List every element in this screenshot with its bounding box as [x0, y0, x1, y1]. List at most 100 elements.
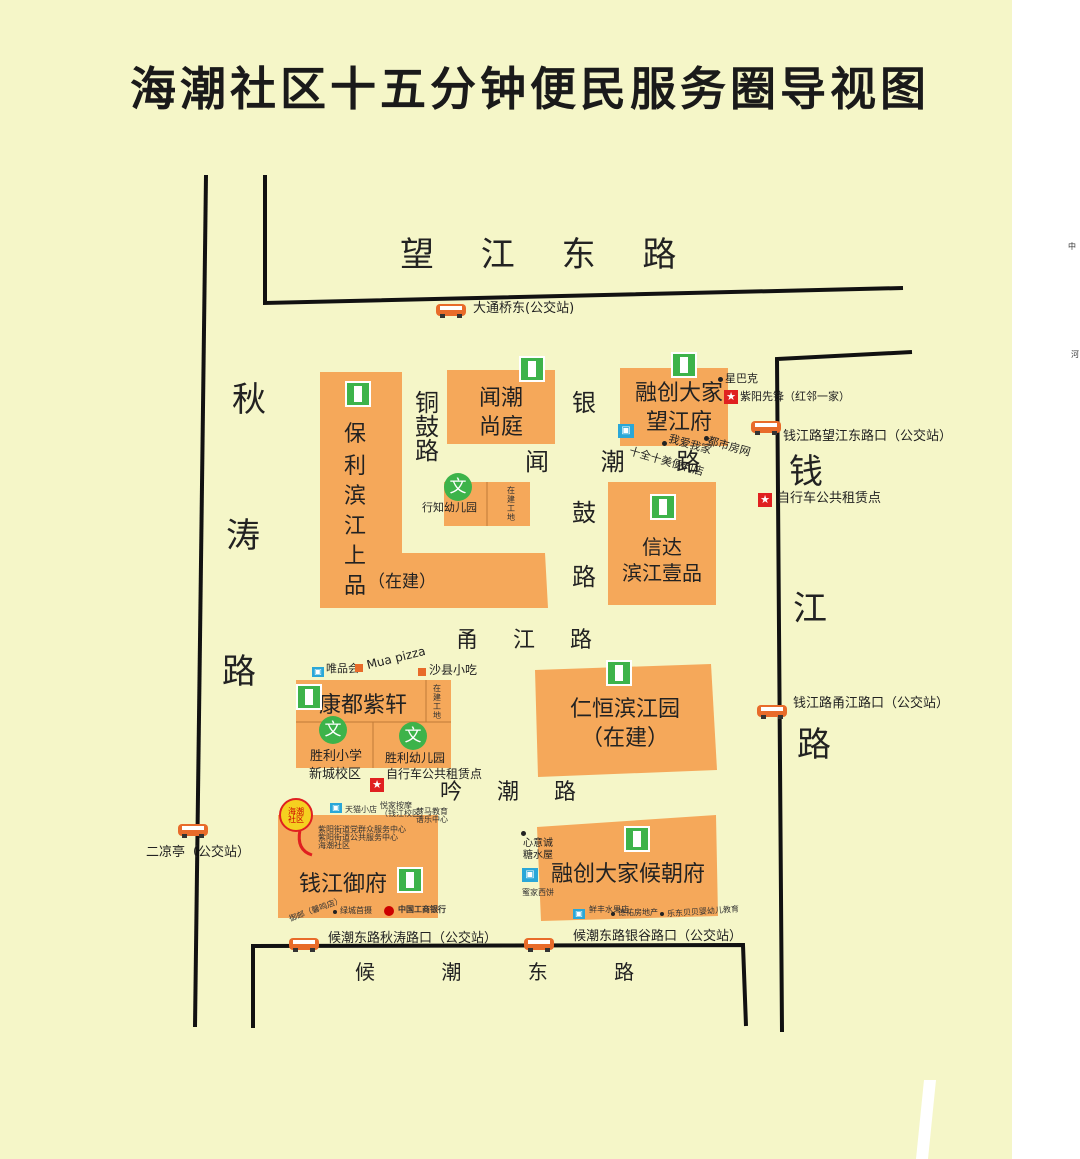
right-margin-shape [1012, 0, 1080, 1159]
school-icon: 文 [444, 473, 472, 501]
bus-stop-erliangting: 二凉亭（公交站） [146, 845, 251, 860]
building-baoli-2: 利 [344, 454, 367, 479]
road-label-yinchao: 吟 潮 路 [440, 780, 590, 805]
road-label-qianjiang-3: 路 [797, 725, 831, 765]
road-label-qianjiang-2: 江 [793, 589, 827, 629]
poi-icbc: 中国工商银行 [398, 905, 446, 914]
building-qianjiang-yufu: 钱江御府 [298, 872, 387, 897]
bus-icon [289, 938, 319, 952]
school-icon: 文 [319, 716, 347, 744]
building-icon [519, 356, 545, 382]
poi-ziyang-center: 紫阳街道党群众服务中心 紫阳街道公共服务中心 海潮社区 [318, 825, 406, 850]
poi-lvcheng: 绿城首摄 [340, 906, 372, 915]
page-title: 海潮社区十五分钟便民服务圈导视图 [130, 62, 930, 116]
building-icon [671, 352, 697, 378]
poi-bike-rental-1: 自行车公共租赁点 [777, 491, 882, 506]
road-label-tonggu-3: 路 [415, 437, 439, 465]
poi-weipinhui: 唯品会 [326, 662, 359, 675]
poi-bike-rental-2: 自行车公共租赁点 [386, 767, 483, 781]
poi-dot [333, 910, 337, 914]
edge-text-2: 河 [1071, 350, 1079, 359]
poi-dot [521, 831, 526, 836]
block-qianjiang-yufu [278, 815, 438, 918]
poi-dot [718, 377, 723, 382]
school-shengli-kinder: 胜利幼儿园 [385, 751, 446, 765]
food-icon [418, 668, 426, 676]
school-xingzhi: 行知幼儿园 [422, 501, 477, 514]
poi-dexin: 德祐房地产 [618, 908, 658, 917]
bus-stop-datongqiao: 大通桥东(公交站) [473, 301, 575, 316]
construction-site-2: 在 建 工 地 [433, 684, 441, 720]
building-icon [624, 826, 650, 852]
bus-stop-yingu: 候潮东路银谷路口（公交站） [573, 929, 743, 944]
building-baoli-6: 品 [344, 574, 367, 599]
location-pin-icon [279, 798, 313, 832]
road-label-yingu-3: 路 [572, 563, 596, 591]
edge-text-1: 中 [1068, 242, 1076, 251]
road-label-tonggu-1: 铜 [415, 389, 439, 417]
bus-icon [757, 705, 787, 719]
building-baoli-note: （在建） [368, 572, 436, 592]
shopping-cart-icon: ▣ [522, 868, 538, 882]
star-icon: ★ [724, 390, 738, 404]
poi-dot [611, 912, 615, 916]
poi-xianfeng: 鲜丰水果店 [589, 905, 629, 914]
poi-yuejia: 悦家按摩 （钱江校区） [380, 801, 428, 818]
road-label-qiutao-2: 涛 [226, 516, 260, 556]
poi-dot [662, 441, 667, 446]
poi-starbucks: 星巴克 [725, 372, 758, 385]
building-xinda: 信达 滨江壹品 [622, 535, 702, 585]
building-icon [296, 684, 322, 710]
poi-dot [704, 436, 709, 441]
road-label-houchao: 候 潮 东 路 [355, 960, 665, 984]
icbc-logo-icon [384, 906, 394, 916]
road-line-north [263, 175, 904, 306]
block-wenchao-shangting [447, 370, 555, 444]
poi-dot [660, 912, 664, 916]
building-baoli-1: 保 [344, 422, 367, 447]
road-label-tonggu-2: 鼓 [415, 413, 439, 441]
road-label-yingu-1: 银 [572, 389, 596, 417]
poi-xinyicheng: 心意诚 糖水屋 [523, 838, 553, 861]
haichao-badge: 海潮 社区 [288, 807, 304, 824]
food-icon [355, 664, 363, 672]
road-label-wangjiang: 望 江 东 路 [400, 235, 695, 275]
building-icon [606, 660, 632, 686]
building-rongchuang-wangjiang: 融创大家 望江府 [634, 381, 723, 435]
road-label-wenchao: 闻 潮 路 [525, 448, 723, 476]
poi-tianmao: 天猫小店 [345, 805, 377, 814]
block-renheng [535, 664, 717, 777]
school-icon: 文 [399, 722, 427, 750]
building-baoli-4: 江 [344, 514, 367, 539]
road-line-east [774, 350, 913, 1033]
bus-icon [436, 304, 466, 318]
road-label-qianjiang-1: 钱 [789, 452, 823, 492]
block-baoli [320, 372, 548, 608]
road-line-south [251, 942, 748, 1028]
building-baoli-5: 上 [344, 544, 367, 569]
block-rongchuang-houchao [537, 815, 718, 921]
shopping-cart-icon: ▣ [330, 803, 342, 813]
shopping-cart-icon: ▣ [312, 667, 324, 677]
construction-site-1: 在 建 工 地 [507, 486, 515, 522]
road-label-qiutao-1: 秋 [232, 380, 266, 420]
building-kangdu: 康都紫轩 [318, 693, 407, 718]
school-shengli-campus: 新城校区 [309, 767, 362, 782]
star-icon: ★ [758, 493, 772, 507]
poi-menghu: 梦马教育 谱乐中心 [416, 807, 448, 824]
bus-icon [751, 421, 781, 435]
bus-stop-wangjiang: 钱江路望江东路口（公交站） [783, 429, 953, 444]
school-shengli-primary: 胜利小学 [310, 749, 363, 764]
building-icon [650, 494, 676, 520]
building-icon [397, 867, 423, 893]
bus-stop-qiutao: 候潮东路秋涛路口（公交站） [328, 931, 498, 946]
block-rongchuang-wangjiang [620, 368, 728, 446]
road-label-yingu-2: 鼓 [572, 499, 596, 527]
bus-icon [178, 824, 208, 838]
building-renheng: 仁恒滨江园 （在建） [569, 697, 680, 751]
road-label-qiutao-3: 路 [222, 652, 256, 692]
building-rongchuang-houchao: 融创大家候朝府 [550, 862, 705, 887]
bottom-white-stroke [916, 1080, 936, 1159]
